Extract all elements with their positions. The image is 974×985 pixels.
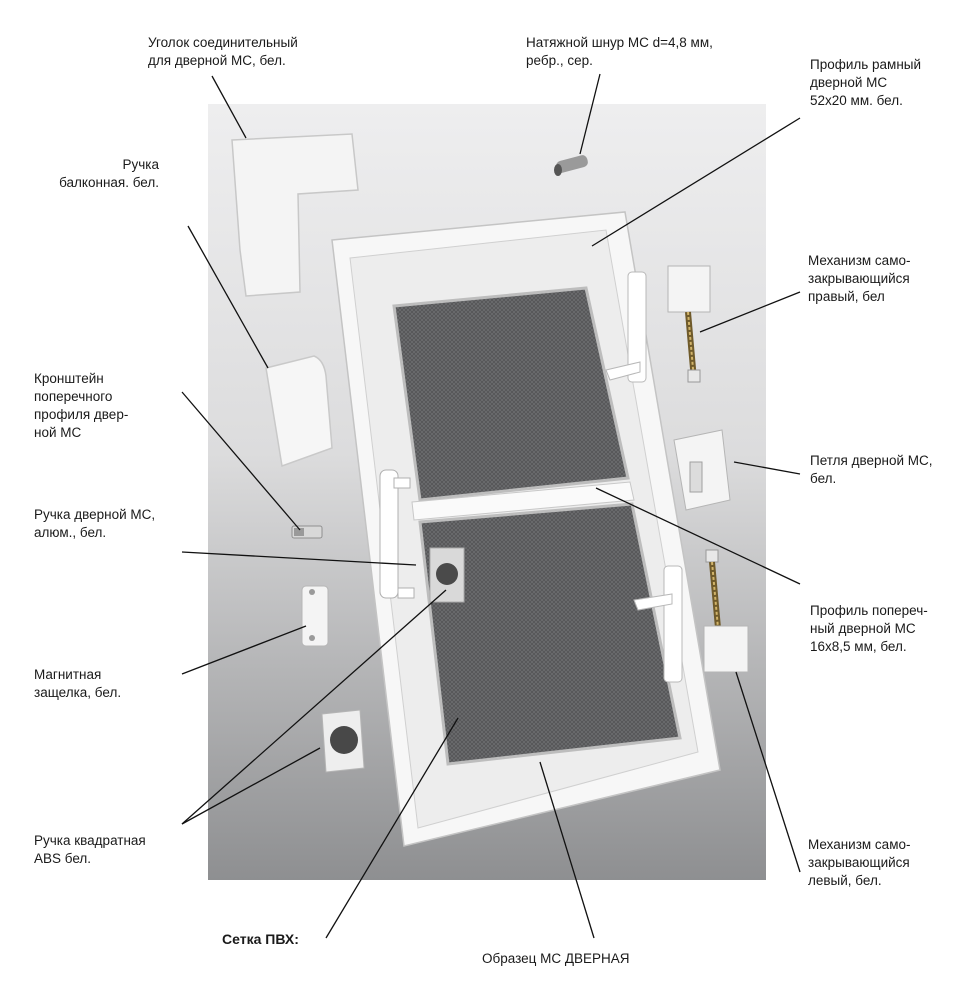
- label-door-handle: Ручка дверной МС, алюм., бел.: [34, 507, 156, 540]
- bracket-part: [291, 525, 323, 539]
- door-hinges: [605, 271, 683, 683]
- label-closer-right: Механизм само- закрывающийся правый, бел: [808, 253, 911, 304]
- closer-left-part: [703, 549, 749, 673]
- label-tension-cord: Натяжной шнур МС d=4,8 мм, ребр., сер.: [526, 35, 713, 68]
- closer-right-part: [667, 265, 711, 383]
- label-pvc-mesh: Сетка ПВХ:: [222, 931, 299, 947]
- leader-lines: [181, 73, 801, 939]
- magnetic-latch-part: [301, 585, 329, 647]
- label-square-handle: Ручка квадратная ABS бел.: [34, 833, 146, 866]
- label-cross-profile: Профиль попереч- ный дверной МС 16х8,5 м…: [810, 603, 928, 654]
- cord-part: [554, 155, 588, 176]
- label-hinge: Петля дверной МС, бел.: [810, 453, 933, 486]
- door-handle-on-frame: [379, 469, 415, 599]
- upper-mesh: [392, 286, 630, 502]
- label-sample-door: Образец МС ДВЕРНАЯ: [482, 951, 630, 966]
- label-frame-profile: Профиль рамный дверной МС 52х20 мм. бел.: [810, 57, 922, 108]
- label-closer-left: Механизм само- закрывающийся левый, бел.: [808, 837, 911, 888]
- label-balcony-handle: Ручка балконная. бел.: [59, 157, 159, 190]
- lower-mesh: [418, 502, 682, 766]
- square-handle-part: [321, 709, 365, 773]
- label-bracket: Кронштейн поперечного профиля двер- ной …: [34, 371, 129, 440]
- hinge-part: [673, 429, 731, 511]
- label-magnetic-latch: Магнитная защелка, бел.: [34, 667, 122, 700]
- corner-connector-part: [231, 133, 359, 297]
- label-corner-connector: Уголок соединительный для дверной МС, бе…: [148, 35, 298, 68]
- cross-profile-bar: [411, 481, 635, 521]
- balcony-handle-part: [265, 355, 333, 468]
